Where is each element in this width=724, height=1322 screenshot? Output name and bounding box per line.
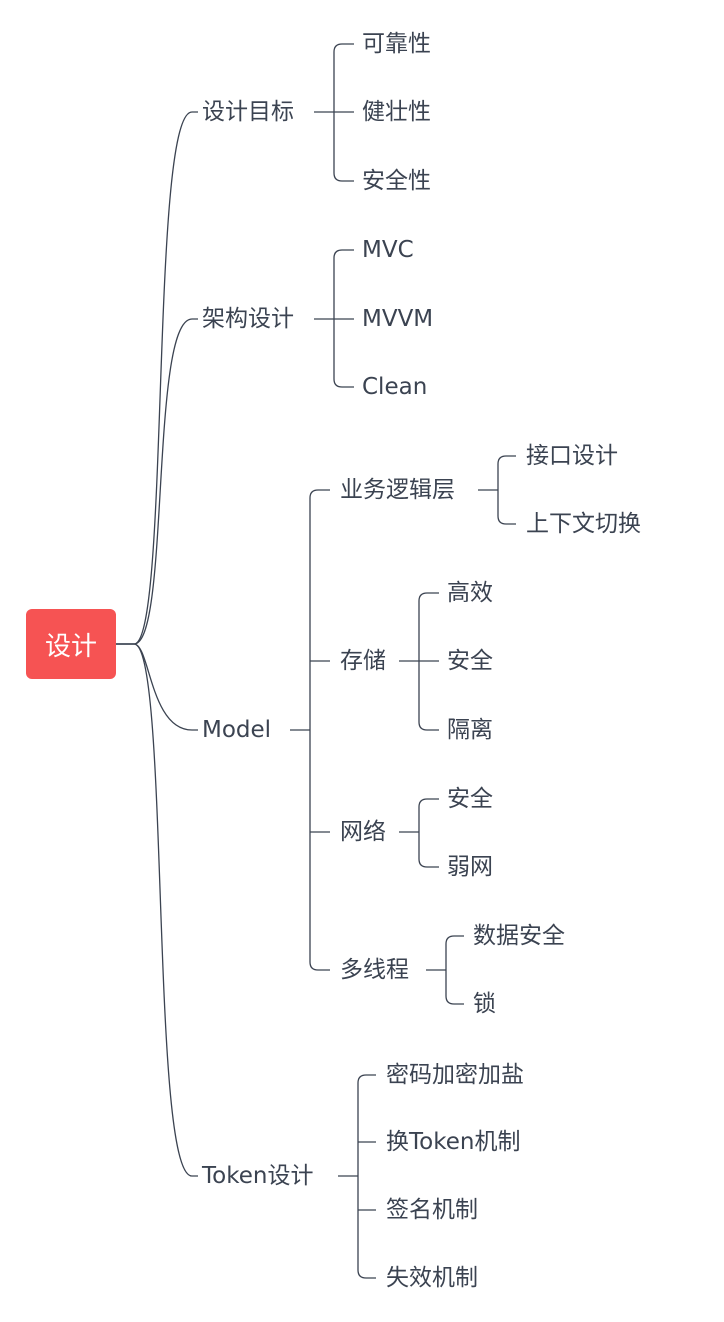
node-design-goals[interactable]: 设计目标 xyxy=(202,99,294,125)
node-interface-design[interactable]: 接口设计 xyxy=(526,443,618,469)
node-business-logic-layer[interactable]: 业务逻辑层 xyxy=(340,477,455,503)
node-lock[interactable]: 锁 xyxy=(473,991,496,1017)
node-weak-network[interactable]: 弱网 xyxy=(447,854,493,880)
node-token-refresh[interactable]: 换Token机制 xyxy=(386,1129,521,1155)
edge-root-token xyxy=(116,643,198,1177)
node-network[interactable]: 网络 xyxy=(340,819,386,845)
edge-root-design-goals xyxy=(116,111,198,645)
node-reliability[interactable]: 可靠性 xyxy=(362,31,431,57)
node-storage-efficient[interactable]: 高效 xyxy=(447,580,493,606)
edge-network-bracket xyxy=(418,798,439,868)
node-signature[interactable]: 签名机制 xyxy=(386,1197,478,1223)
edge-token-bracket xyxy=(357,1074,376,1279)
edge-logic-bracket xyxy=(497,455,516,525)
edge-model-bracket xyxy=(309,489,330,971)
node-mvvm[interactable]: MVVM xyxy=(362,306,434,332)
root-node[interactable]: 设计 xyxy=(26,609,116,679)
edge-root-architecture xyxy=(116,318,198,645)
node-clean[interactable]: Clean xyxy=(362,374,428,400)
node-expiration[interactable]: 失效机制 xyxy=(386,1265,478,1291)
edge-root-model xyxy=(116,643,198,731)
node-context-switching[interactable]: 上下文切换 xyxy=(526,511,641,537)
node-data-safety[interactable]: 数据安全 xyxy=(473,923,565,949)
node-mvc[interactable]: MVC xyxy=(362,237,414,263)
node-architecture-design[interactable]: 架构设计 xyxy=(202,306,294,332)
node-network-secure[interactable]: 安全 xyxy=(447,786,493,812)
node-storage-secure[interactable]: 安全 xyxy=(447,648,493,674)
edge-thread-bracket xyxy=(445,935,464,1005)
node-robustness[interactable]: 健壮性 xyxy=(362,99,431,125)
node-token-design[interactable]: Token设计 xyxy=(202,1163,314,1189)
node-storage[interactable]: 存储 xyxy=(340,648,386,674)
node-multithreading[interactable]: 多线程 xyxy=(340,957,409,983)
root-label: 设计 xyxy=(44,631,97,662)
node-storage-isolation[interactable]: 隔离 xyxy=(447,717,493,743)
node-password-salt[interactable]: 密码加密加盐 xyxy=(386,1062,524,1088)
node-security[interactable]: 安全性 xyxy=(362,168,431,194)
node-model[interactable]: Model xyxy=(202,717,272,743)
